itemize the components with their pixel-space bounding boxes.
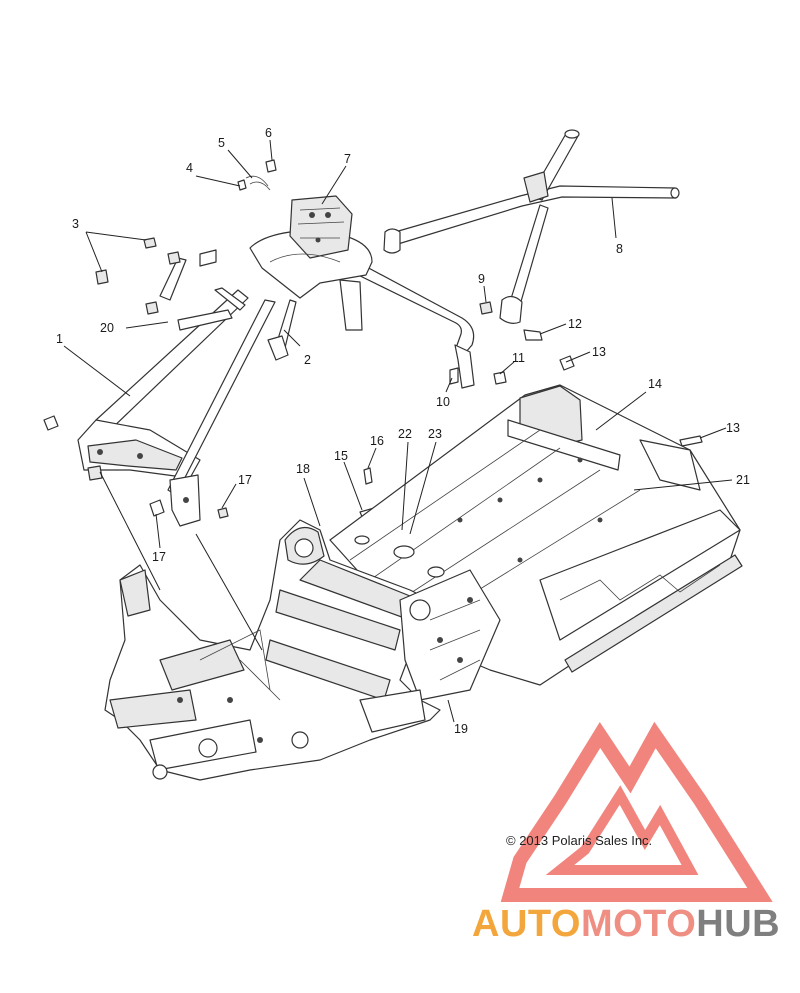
callout-22: 22	[398, 427, 412, 441]
callout-12: 12	[568, 317, 582, 331]
callout-18: 18	[296, 462, 310, 476]
watermark-auto: AUTO	[472, 903, 581, 945]
callout-5: 5	[218, 136, 225, 150]
callout-10: 10	[436, 395, 450, 409]
logo-triangle-inner	[545, 785, 699, 875]
callout-8: 8	[616, 242, 623, 256]
callout-4: 4	[186, 161, 193, 175]
callout-9: 9	[478, 272, 485, 286]
callout-labels: 1 2 3 4 5 6 7 8 9 10 11 12 13 13 14 15 1…	[56, 126, 750, 736]
callout-6: 6	[265, 126, 272, 140]
watermark-moto: MOTO	[581, 903, 696, 945]
steering-bracket	[249, 195, 373, 331]
upper-frame-bar	[343, 129, 680, 389]
front-tube-assembly	[77, 249, 297, 527]
chassis-cradle	[104, 519, 501, 781]
callout-16: 16	[370, 434, 384, 448]
watermark-text: AUTOMOTOHUB	[472, 903, 780, 945]
callout-17a: 17	[238, 473, 252, 487]
callout-11: 11	[512, 351, 525, 365]
hardware	[43, 159, 703, 549]
callout-2: 2	[304, 353, 311, 367]
callout-3: 3	[72, 217, 79, 231]
watermark-logo	[500, 721, 773, 902]
callout-7: 7	[344, 152, 351, 166]
callout-1: 1	[56, 332, 63, 346]
copyright-text: © 2013 Polaris Sales Inc.	[506, 833, 652, 848]
callout-17b: 17	[152, 550, 166, 564]
callout-14: 14	[648, 377, 662, 391]
callout-23: 23	[428, 427, 442, 441]
callout-21: 21	[736, 473, 750, 487]
callout-20: 20	[100, 321, 114, 335]
callout-19: 19	[454, 722, 468, 736]
watermark-hub: HUB	[696, 903, 780, 945]
callout-15: 15	[334, 449, 348, 463]
callout-13b: 13	[726, 421, 740, 435]
callout-13a: 13	[592, 345, 606, 359]
logo-triangle-outer	[500, 721, 773, 902]
leader-lines	[63, 139, 733, 723]
